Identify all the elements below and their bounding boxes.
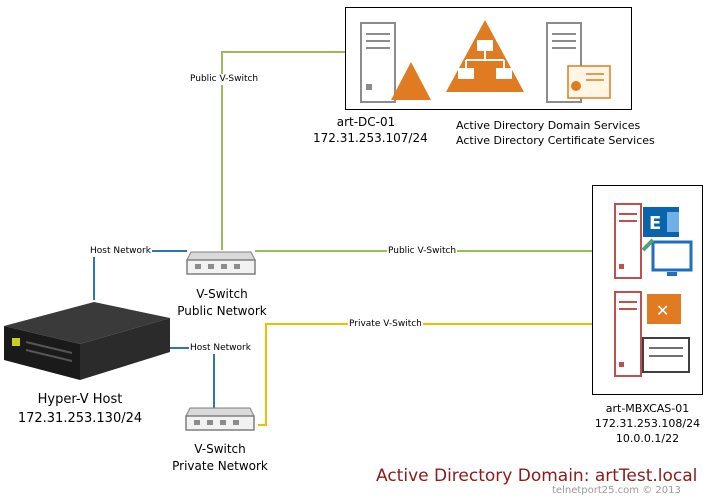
public-switch-title: V-Switch bbox=[196, 287, 248, 301]
ad-domain-services-icon bbox=[446, 20, 524, 92]
mbx-ip-private: 10.0.0.1/22 bbox=[615, 432, 680, 445]
svg-text:✕: ✕ bbox=[656, 301, 669, 320]
dc-role-ad-cs: Active Directory Certificate Services bbox=[456, 134, 655, 147]
public-switch-network: Public Network bbox=[177, 304, 267, 318]
domain-caption: Active Directory Domain: artTest.local bbox=[376, 466, 698, 486]
exchange-server-icon: E bbox=[614, 203, 693, 279]
mbx-name: art-MBXCAS-01 bbox=[605, 402, 690, 415]
link-label-host-private: Host Network bbox=[189, 343, 252, 354]
link-label-dc-public: Public V-Switch bbox=[189, 74, 260, 85]
credit-text: telnetport25.com © 2013 bbox=[552, 485, 681, 496]
dc-role-ad-ds: Active Directory Domain Services bbox=[456, 119, 641, 132]
dc-name: art-DC-01 bbox=[336, 115, 396, 129]
dc-ip: 172.31.253.107/24 bbox=[313, 131, 428, 145]
certificate-server-icon bbox=[546, 22, 611, 103]
wire-mbx-private bbox=[258, 323, 592, 426]
hyperv-host-server-icon bbox=[4, 302, 170, 380]
host-ip: 172.31.253.130/24 bbox=[17, 411, 143, 426]
private-switch-icon bbox=[185, 407, 255, 431]
private-switch-network: Private Network bbox=[172, 459, 268, 473]
link-label-mbx-public: Public V-Switch bbox=[387, 246, 458, 257]
exchange-cas-server-icon: ✕ bbox=[614, 291, 690, 377]
private-switch-title: V-Switch bbox=[194, 442, 246, 456]
svg-text:E: E bbox=[649, 213, 661, 234]
mbx-server-box: E ✕ bbox=[592, 185, 703, 395]
link-label-mbx-private: Private V-Switch bbox=[348, 319, 423, 330]
public-switch-icon bbox=[186, 251, 256, 275]
host-name: Hyper-V Host bbox=[37, 392, 123, 407]
dc-server-box bbox=[345, 7, 632, 110]
server-icon bbox=[360, 22, 396, 103]
wire-dc-public bbox=[221, 51, 345, 250]
mbx-ip-public: 172.31.253.108/24 bbox=[594, 417, 701, 430]
ad-triangle-icon bbox=[391, 62, 431, 100]
link-label-host-public: Host Network bbox=[89, 246, 152, 257]
